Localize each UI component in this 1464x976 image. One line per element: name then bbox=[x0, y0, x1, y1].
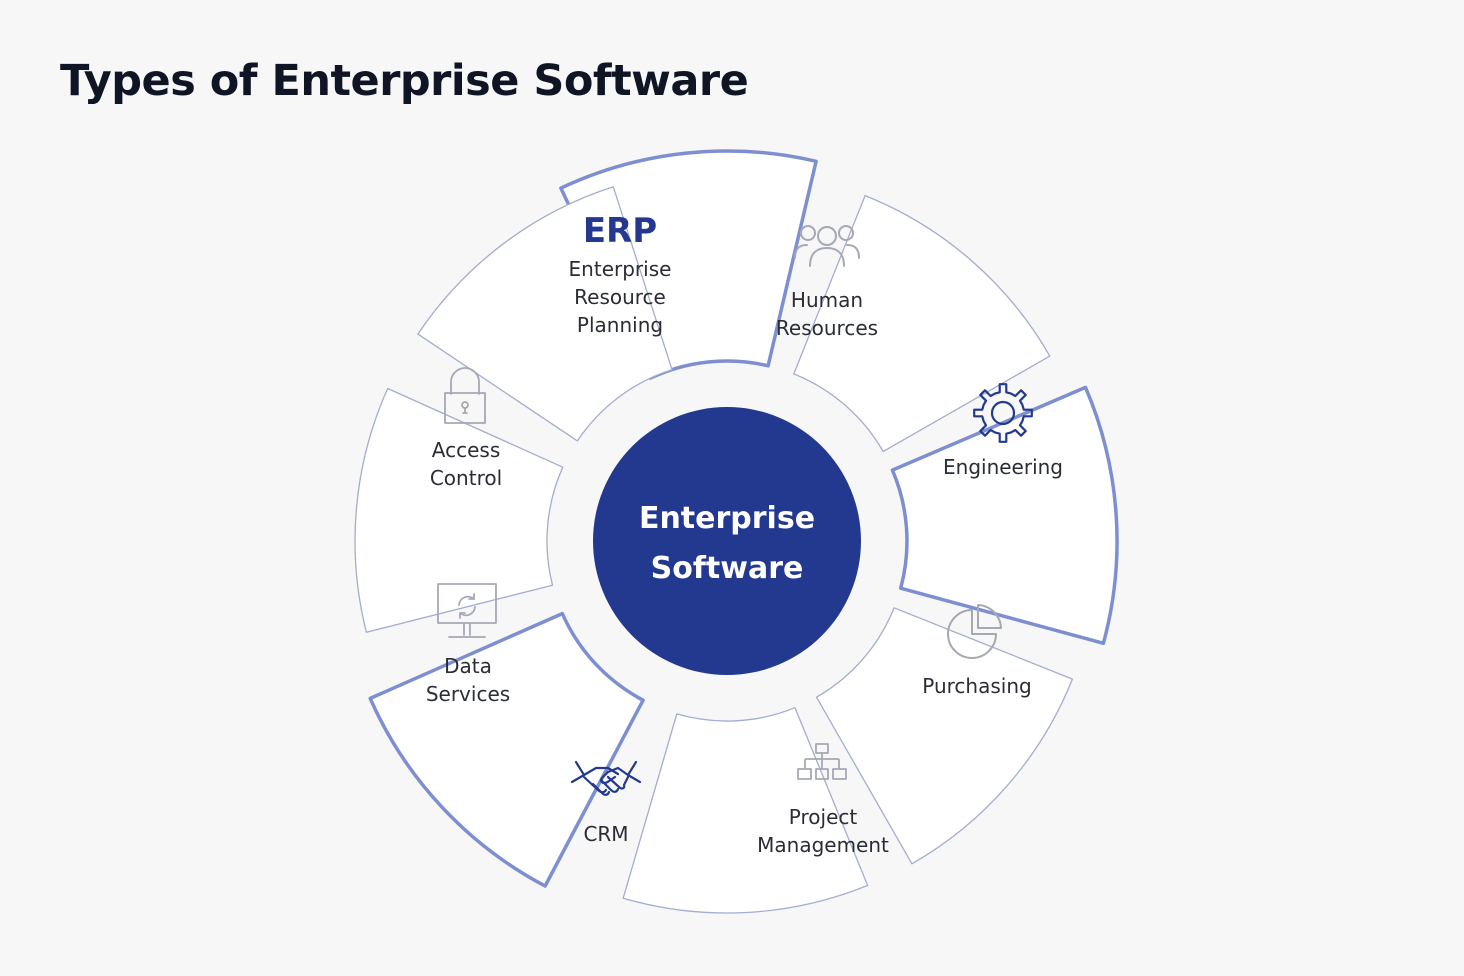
eng-label: Engineering bbox=[943, 455, 1063, 479]
hr-label-line2: Resources bbox=[776, 316, 878, 340]
erp-acronym: ERP bbox=[583, 211, 657, 251]
segment-hr-shape bbox=[793, 194, 1051, 453]
data-label-line2: Services bbox=[426, 682, 510, 706]
page-title: Types of Enterprise Software bbox=[60, 56, 749, 106]
segment-data bbox=[354, 387, 564, 633]
segment-eng-shape bbox=[890, 385, 1119, 646]
segment-hr bbox=[793, 194, 1051, 453]
monitor-sync-icon bbox=[437, 583, 497, 638]
handshake-icon bbox=[570, 760, 642, 796]
segment-purch-shape bbox=[815, 607, 1074, 865]
lock-icon bbox=[444, 367, 486, 424]
hr-label-line1: Human bbox=[791, 288, 863, 312]
crm-label: CRM bbox=[583, 822, 628, 846]
hub-circle bbox=[593, 407, 861, 675]
erp-label-line3: Planning bbox=[577, 313, 663, 337]
purch-label: Purchasing bbox=[922, 674, 1031, 698]
segment-purch bbox=[815, 607, 1074, 865]
segment-crm-shape bbox=[368, 611, 645, 888]
segment-crm bbox=[368, 611, 645, 888]
pm-label-line2: Management bbox=[757, 833, 889, 857]
erp-label-line2: Resource bbox=[574, 285, 666, 309]
org-chart-icon bbox=[797, 743, 847, 780]
segment-data-shape bbox=[354, 387, 564, 633]
segment-eng bbox=[890, 385, 1119, 646]
segment-access-shape bbox=[417, 186, 673, 442]
hub-label-line1: Enterprise bbox=[639, 501, 815, 536]
pm-label-line1: Project bbox=[789, 805, 858, 829]
pie-chart-icon bbox=[947, 604, 1002, 659]
people-icon bbox=[794, 225, 860, 267]
segment-access bbox=[417, 186, 673, 442]
gear-icon bbox=[973, 383, 1033, 443]
access-label-line1: Access bbox=[432, 438, 500, 462]
access-label-line2: Control bbox=[430, 466, 502, 490]
erp-label-line1: Enterprise bbox=[569, 257, 672, 281]
data-label-line1: Data bbox=[444, 654, 492, 678]
hub-label-line2: Software bbox=[651, 551, 804, 586]
